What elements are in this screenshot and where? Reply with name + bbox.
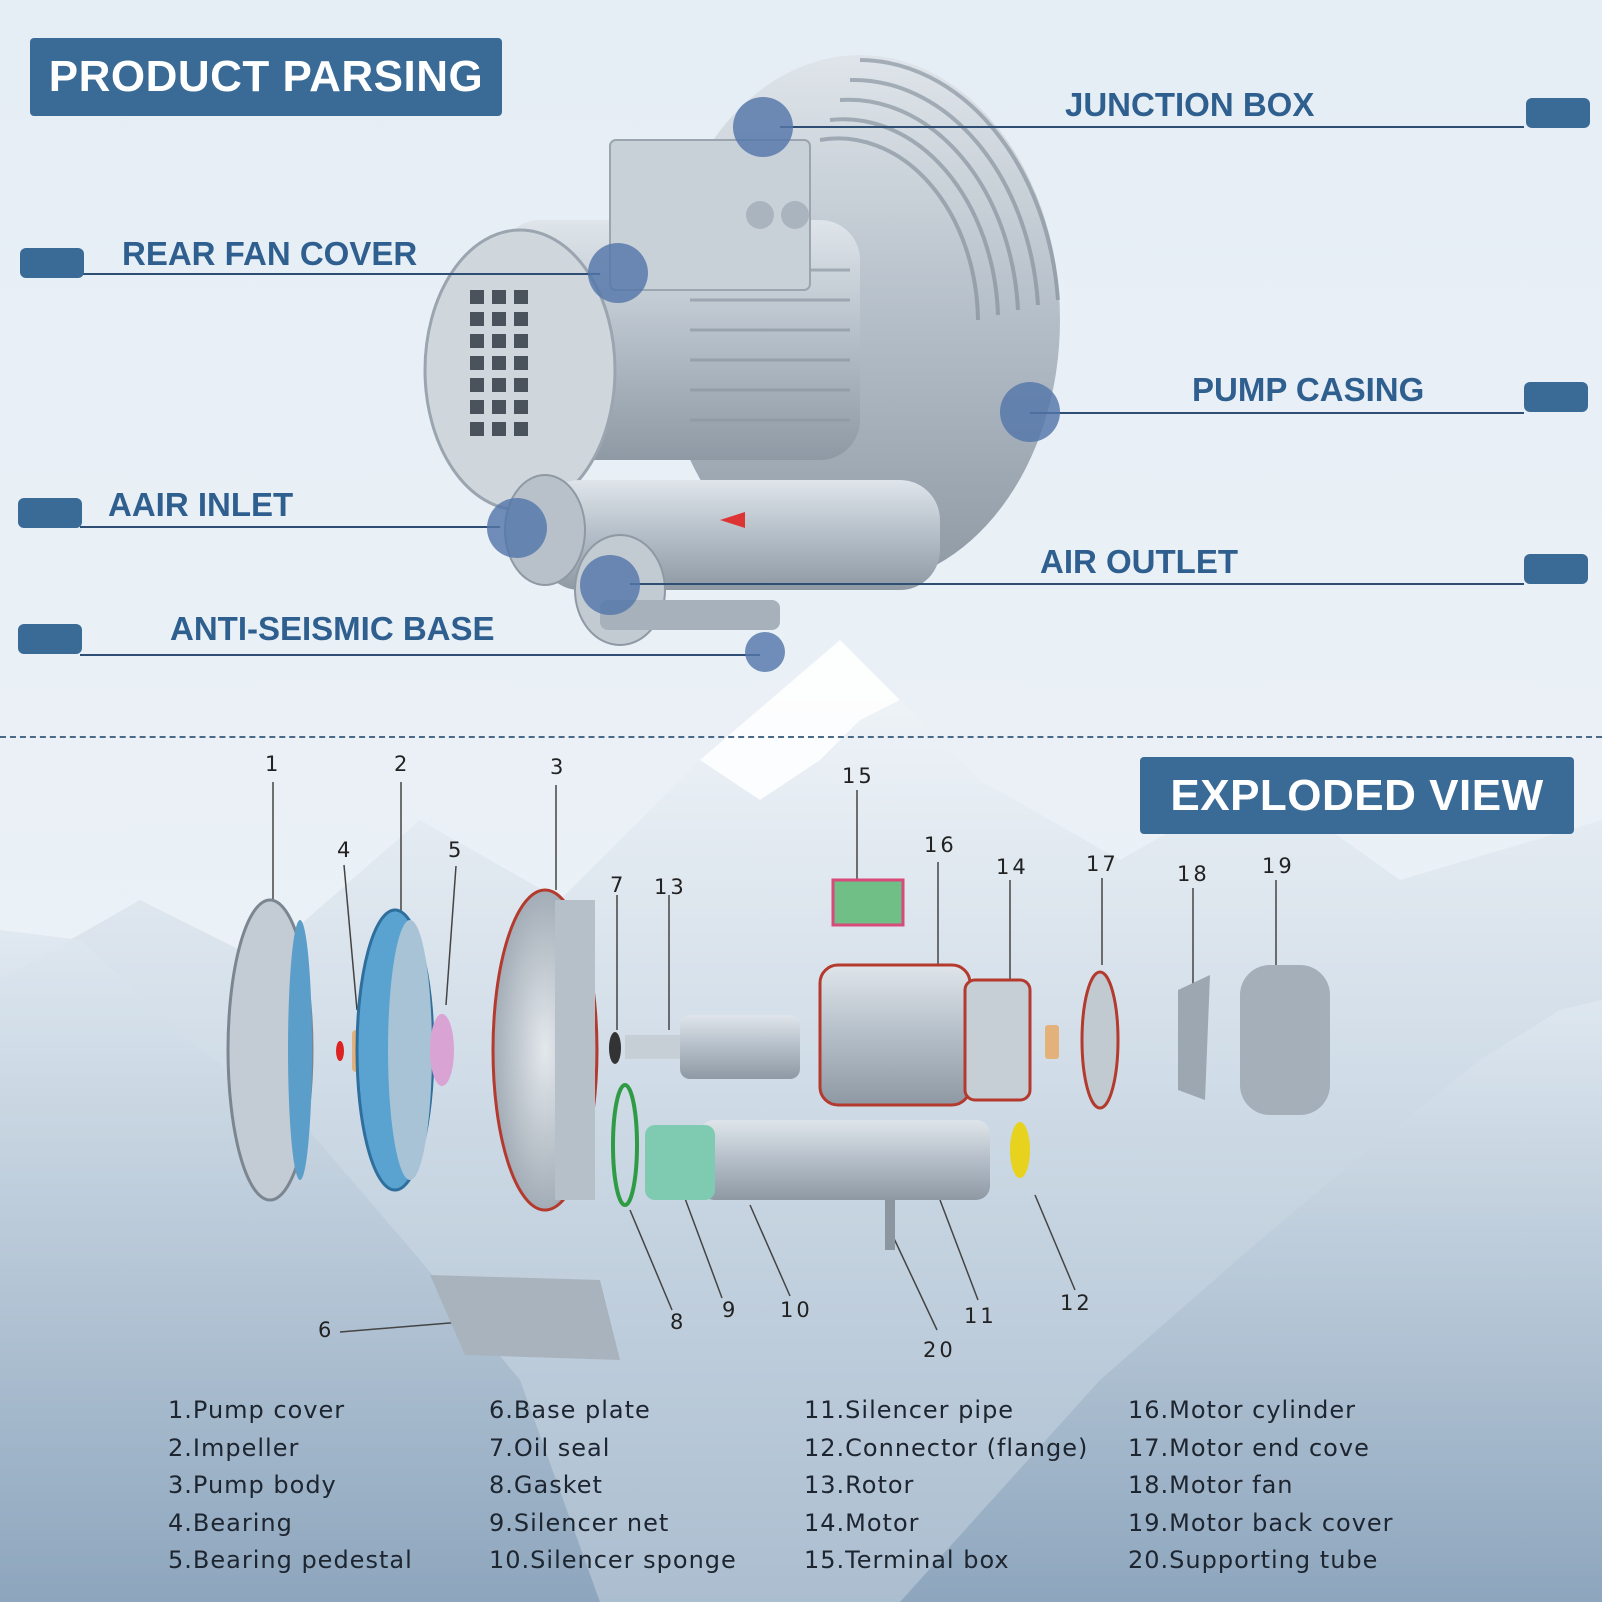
- mountain-snow: [700, 640, 900, 800]
- part-number-3: 3: [550, 755, 567, 779]
- legend-item: 10.Silencer sponge: [489, 1546, 737, 1574]
- mountain-left: [0, 930, 600, 1602]
- part-bearing-pedestal: [430, 1014, 454, 1086]
- section-divider: [0, 736, 1602, 738]
- label-air-outlet: AIR OUTLET: [1040, 543, 1238, 580]
- part-connector: [1010, 1122, 1030, 1178]
- legend-item: 6.Base plate: [489, 1396, 651, 1424]
- part-base-plate: [430, 1275, 620, 1360]
- part-number-15: 15: [842, 764, 875, 788]
- cap-rear-fan-cover: [20, 248, 84, 278]
- label-junction-box: JUNCTION BOX: [1065, 86, 1315, 123]
- legend-column-1: 1.Pump cover 2.Impeller 3.Pump body 4.Be…: [168, 1392, 413, 1580]
- part-number-18: 18: [1177, 862, 1210, 886]
- part-oil-seal: [609, 1032, 621, 1064]
- legend-item: 2.Impeller: [168, 1433, 300, 1462]
- leader-pump-casing: [1030, 412, 1524, 414]
- part-motor-fan: [1178, 975, 1210, 1100]
- part-number-8: 8: [670, 1310, 687, 1334]
- part-motor-cylinder: [818, 963, 972, 1107]
- marker-anti-seismic-base: [745, 632, 785, 672]
- part-number-10: 10: [780, 1298, 813, 1322]
- legend-item: 8.Gasket: [489, 1471, 603, 1499]
- label-air-inlet: AAIR INLET: [108, 486, 294, 523]
- legend-column-4: 16.Motor cylinder 17.Motor end cove 18.M…: [1128, 1392, 1394, 1580]
- marker-pump-casing: [1000, 382, 1060, 442]
- legend-item: 17.Motor end cove: [1128, 1433, 1370, 1462]
- label-anti-seismic-base: ANTI-SEISMIC BASE: [170, 610, 495, 647]
- legend-item: 14.Motor: [804, 1508, 920, 1537]
- cap-anti-seismic-base: [18, 624, 82, 654]
- marker-junction-box: [733, 97, 793, 157]
- part-number-5: 5: [448, 838, 465, 862]
- part-number-13: 13: [654, 875, 687, 899]
- part-number-17: 17: [1086, 852, 1119, 876]
- part-silencer-net: [645, 1125, 715, 1200]
- part-number-4: 4: [337, 838, 354, 862]
- label-pump-casing: PUMP CASING: [1192, 371, 1425, 408]
- part-number-14: 14: [996, 855, 1029, 879]
- part-silencer-pipe: [700, 1120, 990, 1200]
- marker-air-inlet: [487, 498, 547, 558]
- leader-air-inlet: [80, 526, 500, 528]
- junction-box-shape: [609, 139, 811, 291]
- legend-item: 15.Terminal box: [804, 1546, 1010, 1574]
- part-number-19: 19: [1262, 854, 1295, 878]
- legend-item: 5.Bearing pedestal: [168, 1546, 413, 1574]
- part-supporting-tube: [885, 1200, 895, 1250]
- leader-anti-seismic-base: [80, 654, 760, 656]
- cap-junction-box: [1526, 98, 1590, 128]
- part-rotor: [625, 1035, 685, 1059]
- leader-junction-box: [780, 126, 1524, 128]
- part-terminal-box: [831, 878, 905, 927]
- part-number-11: 11: [964, 1304, 997, 1328]
- part-number-6: 6: [318, 1318, 335, 1342]
- part-number-20: 20: [923, 1338, 956, 1362]
- marker-rear-fan-cover: [588, 243, 648, 303]
- part-motor-back-cover: [1240, 965, 1330, 1115]
- leader-air-outlet: [630, 583, 1524, 585]
- label-rear-fan-cover: REAR FAN COVER: [122, 235, 418, 272]
- legend-item: 7.Oil seal: [489, 1433, 611, 1462]
- part-gasket: [611, 1083, 639, 1207]
- legend-item: 3.Pump body: [168, 1471, 337, 1499]
- part-motor: [963, 978, 1032, 1102]
- legend-item: 18.Motor fan: [1128, 1471, 1294, 1499]
- cap-pump-casing: [1524, 382, 1588, 412]
- legend-item: 16.Motor cylinder: [1128, 1396, 1356, 1424]
- part-number-16: 16: [924, 833, 957, 857]
- legend-item: 19.Motor back cover: [1128, 1508, 1394, 1537]
- marker-air-outlet: [580, 555, 640, 615]
- cap-air-outlet: [1524, 554, 1588, 584]
- exploded-view-title: EXPLODED VIEW: [1140, 757, 1574, 834]
- part-number-1: 1: [265, 752, 282, 776]
- legend-column-2: 6.Base plate 7.Oil seal 8.Gasket 9.Silen…: [489, 1392, 737, 1580]
- part-number-12: 12: [1060, 1291, 1093, 1315]
- legend-item: 1.Pump cover: [168, 1396, 346, 1424]
- base-shape: [600, 600, 780, 630]
- part-motor-end-cover: [1080, 970, 1120, 1110]
- legend-item: 11.Silencer pipe: [804, 1396, 1015, 1424]
- part-number-9: 9: [722, 1298, 739, 1322]
- product-parsing-title: PRODUCT PARSING: [30, 38, 502, 116]
- legend-item: 20.Supporting tube: [1128, 1546, 1379, 1574]
- legend-item: 4.Bearing: [168, 1508, 293, 1537]
- part-number-7: 7: [610, 873, 627, 897]
- part-number-2: 2: [394, 752, 411, 776]
- legend-column-3: 11.Silencer pipe 12.Connector (flange) 1…: [804, 1392, 1088, 1580]
- legend-item: 9.Silencer net: [489, 1508, 670, 1537]
- mountain-right: [900, 1000, 1602, 1602]
- leader-rear-fan-cover: [80, 273, 600, 275]
- legend-item: 13.Rotor: [804, 1471, 915, 1499]
- legend-item: 12.Connector (flange): [804, 1433, 1089, 1462]
- cap-air-inlet: [18, 498, 82, 528]
